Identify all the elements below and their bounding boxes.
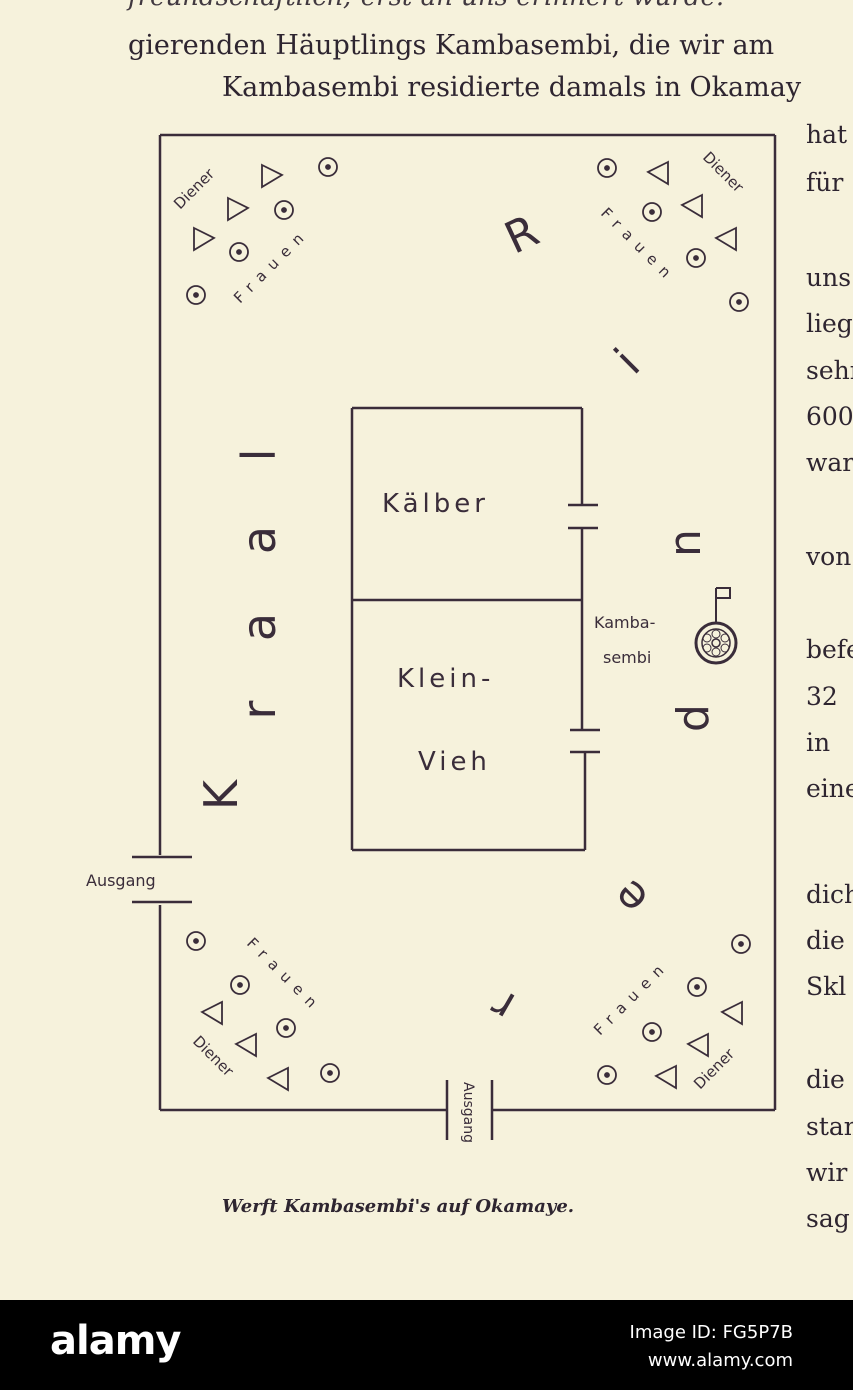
women-label-tr: Frauen [597,204,680,287]
right-word-2: für [806,168,844,197]
kraal-title: K r a a l [194,449,286,810]
right-word-16: die [806,1065,845,1094]
kraal-letter-a2: a [232,526,286,554]
right-word-4: lieg [806,309,853,338]
left-exit-gate [132,855,192,904]
bottom-exit-gate [445,1080,494,1140]
right-word-19: sag [806,1204,850,1233]
diagram-caption: Werft Kambasembi's auf Okamaye. [222,1196,575,1217]
servants-label-bl: Diener [189,1032,238,1081]
flag-icon [715,587,731,623]
right-word-8: von [806,542,852,571]
watermark-bar [0,1300,853,1390]
kraal-letter-r: r [232,700,286,719]
kraal-letter-a1: a [232,613,286,641]
rinder-letter-r: R [497,205,546,264]
rinder-letter-e: e [603,870,658,925]
right-word-13: dich [806,880,853,909]
right-word-15: Skl [806,972,847,1001]
watermark-image-id: Image ID: FG5P7B [629,1322,793,1343]
servants-label-br: Diener [690,1044,739,1093]
chief-label-1: Kamba- [594,613,655,632]
kraal-letter-k: K [194,778,248,810]
women-label-bl: Frauen [243,934,326,1017]
pen-smallstock-label-2: Vieh [418,747,491,777]
corner-symbols [186,157,751,1092]
right-word-14: die [806,926,845,955]
chief-label-2: sembi [603,648,651,667]
exit-bottom-label: Ausgang [460,1082,476,1143]
text-line-3: Kambasembi residierte damals in Okamay [222,72,802,103]
rinder-letter-n: n [660,529,711,557]
pen-gates [568,503,600,754]
right-word-10: 32 [806,682,838,711]
scanned-page: freundschaftlich; erst an uns erinnert w… [86,0,853,1233]
women-label-tl: Frauen [230,224,313,307]
watermark-url: www.alamy.com [647,1350,793,1371]
inner-pens [350,406,587,852]
kraal-diagram: Ausgang Ausgang Kälber Klein- Vieh [86,133,777,1143]
servants-label-tl: Diener [170,164,219,213]
rinder-letter-d: d [668,704,719,732]
right-word-1: hat [806,120,848,149]
kraal-letter-l: l [232,449,286,462]
enclosure-outline [158,133,777,1112]
women-label-br: Frauen [590,956,673,1039]
right-word-6: 600 [806,402,853,431]
right-word-12: eine [806,774,853,803]
pen-smallstock-label-1: Klein- [397,664,494,694]
text-line-2: gierenden Häuptlings Kambasembi, die wir… [128,30,775,61]
right-word-18: wir [806,1158,848,1187]
right-word-9: befe [806,635,853,664]
right-word-17: stan [806,1112,853,1141]
exit-left-label: Ausgang [86,871,156,890]
servants-label-tr: Diener [699,148,748,197]
right-word-3: uns [806,263,852,292]
right-word-7: war [806,448,853,477]
right-word-5: sehr [806,356,853,385]
watermark-logo: alamy [50,1318,181,1364]
rinder-letter-r2: r [481,978,523,1032]
pen-calves-label: Kälber [382,489,489,519]
chief-hut-icon [694,621,738,665]
right-word-11: in [806,728,831,757]
rinder-letter-i: i [605,339,650,384]
text-line-1: freundschaftlich; erst an uns erinnert w… [128,0,724,12]
